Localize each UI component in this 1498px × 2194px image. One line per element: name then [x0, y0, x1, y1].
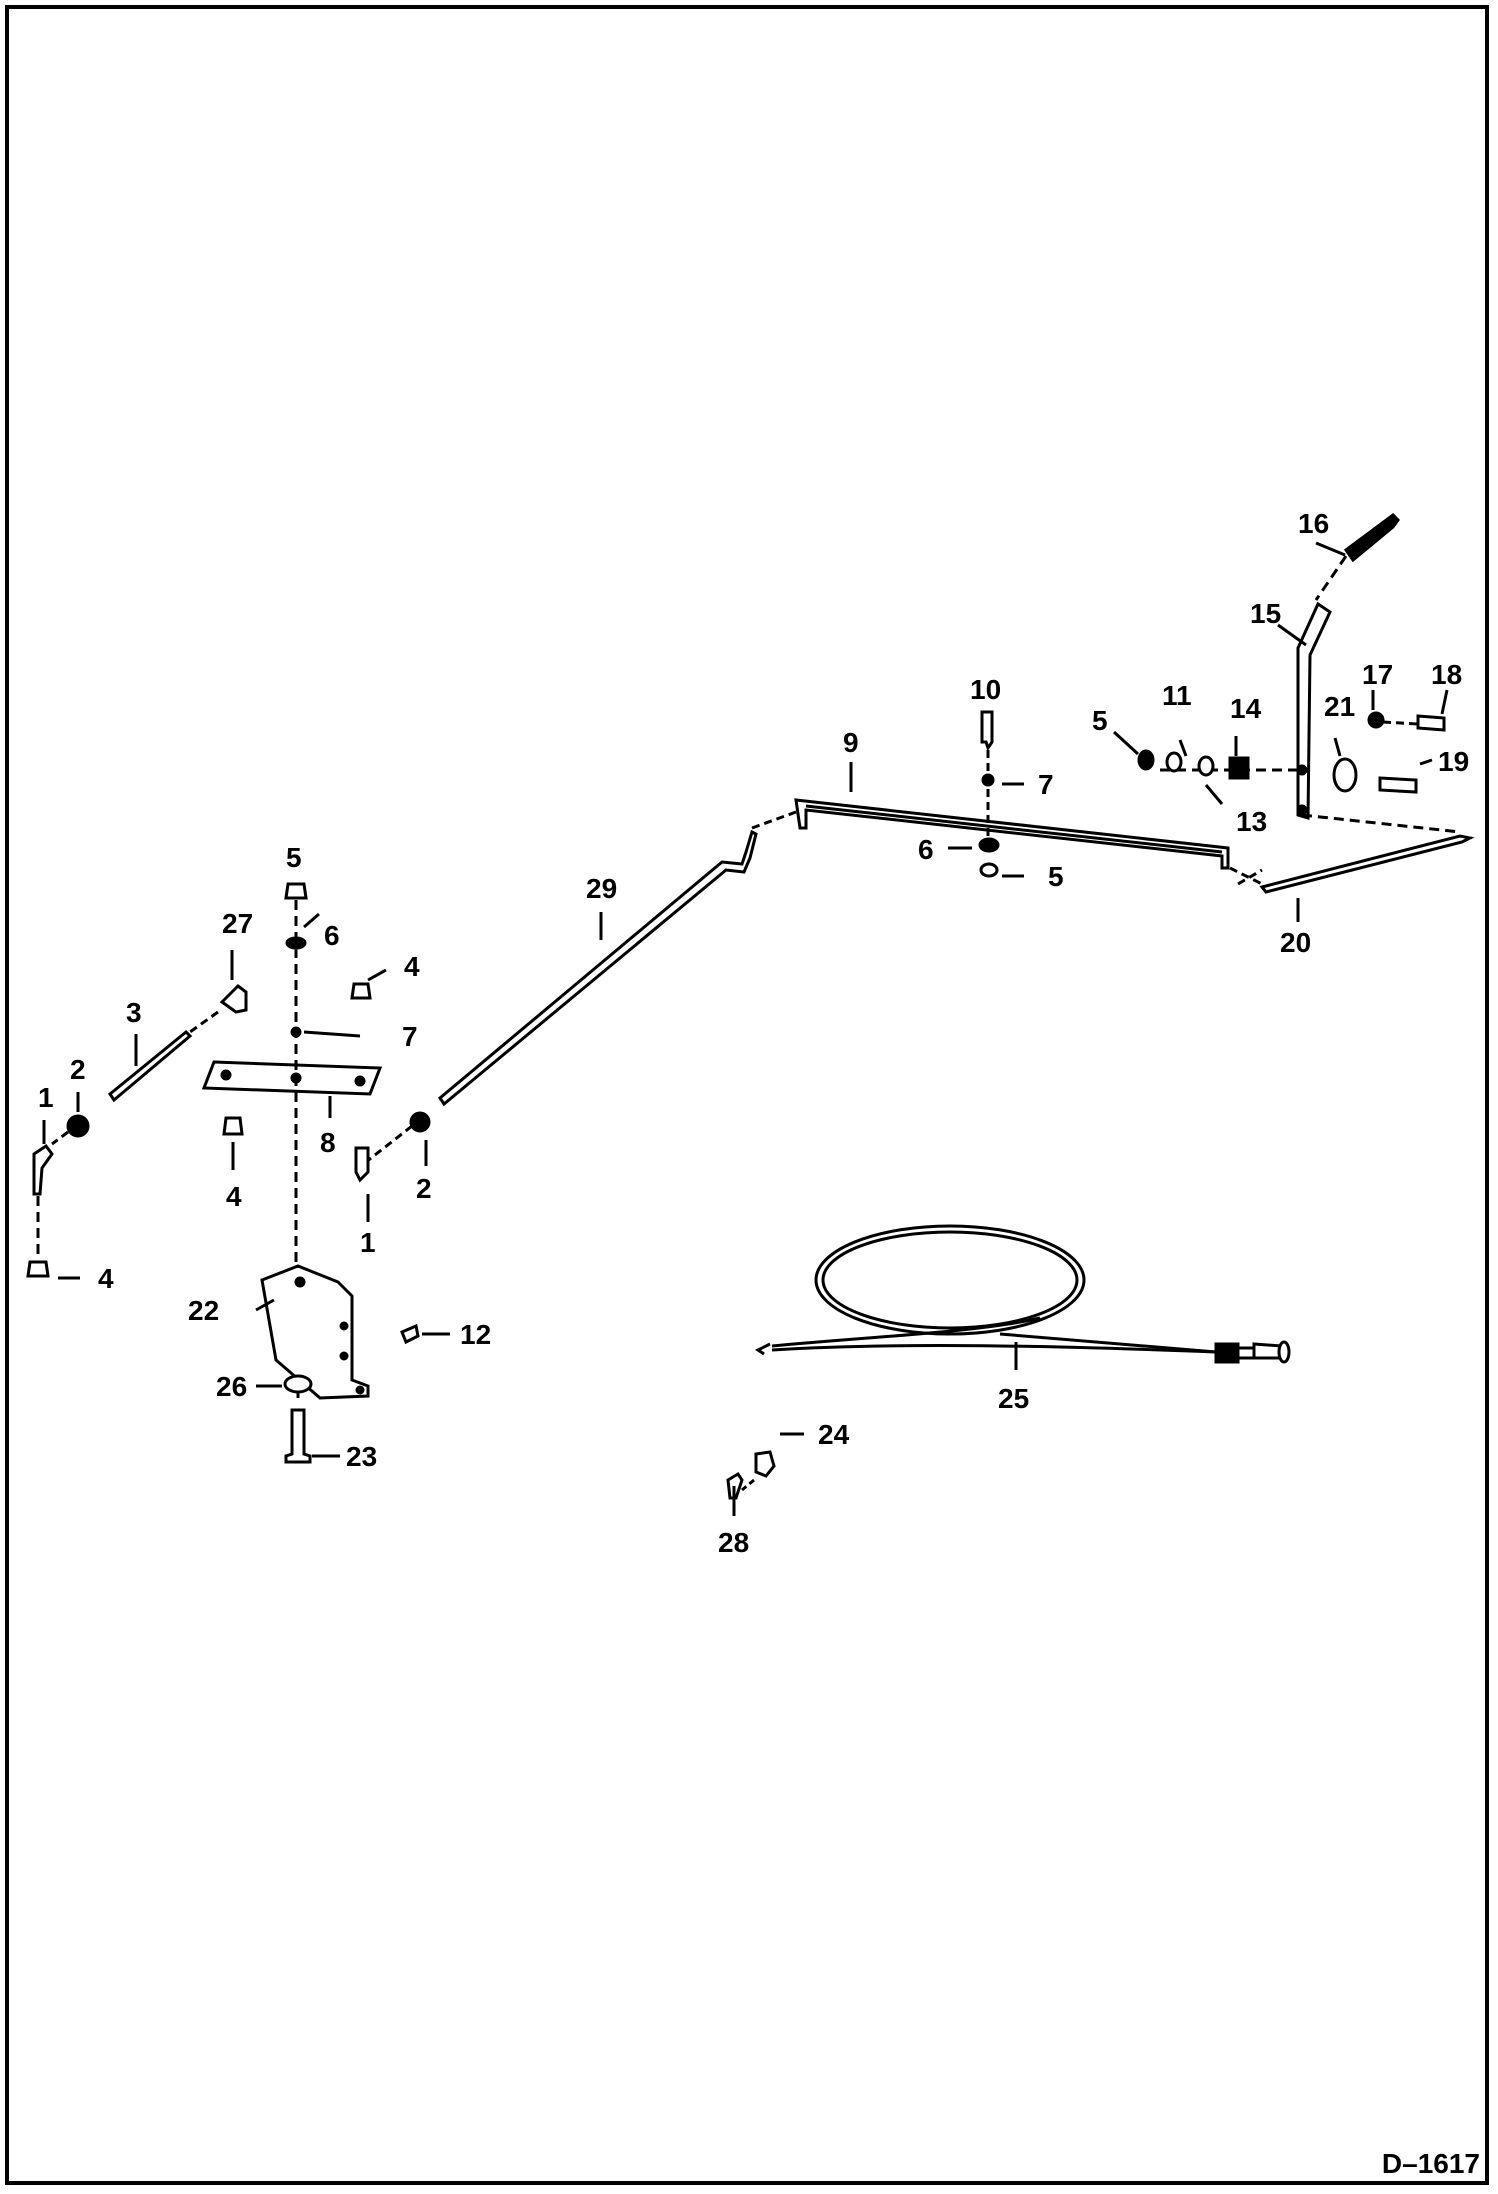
callout-14: 14 — [1230, 693, 1262, 724]
sheet-border — [5, 5, 1489, 2185]
callout-leaders — [42, 541, 1449, 1516]
crossbar-left-centerline — [751, 810, 797, 830]
callout-6-crossbar: 6 — [918, 834, 934, 865]
plate-nut-5 — [284, 882, 308, 900]
pin-washer — [1367, 711, 1385, 729]
hand-lever-handle — [1343, 513, 1400, 563]
callout-6-plate: 6 — [324, 920, 340, 951]
callout-11: 11 — [1162, 680, 1192, 711]
friction-disc — [1332, 757, 1358, 793]
drawing-number: D–1617 — [1381, 2148, 1480, 2179]
callout-19: 19 — [1438, 746, 1469, 777]
callout-1-right: 1 — [360, 1227, 376, 1258]
crossbar-washer-7 — [981, 773, 995, 787]
callout-numbers: 16 15 17 18 21 19 11 14 5 13 20 10 7 5 6… — [38, 508, 1469, 1558]
callout-1-left: 1 — [38, 1082, 54, 1113]
link-rod — [1259, 834, 1475, 894]
plate-washer-6 — [285, 936, 307, 950]
callout-22: 22 — [188, 1295, 219, 1326]
callout-7-plate: 7 — [402, 1021, 418, 1052]
callout-2-left: 2 — [70, 1054, 86, 1085]
rod-end-nut-right — [409, 1111, 431, 1133]
cable-clamp — [754, 1450, 776, 1478]
clevis-pin — [1416, 714, 1446, 732]
callout-10: 10 — [970, 674, 1001, 705]
lever-washer-13 — [1197, 755, 1215, 777]
callout-17: 17 — [1362, 659, 1393, 690]
callout-2-right: 2 — [416, 1173, 432, 1204]
callout-28: 28 — [718, 1527, 749, 1558]
pin-centerline — [1382, 720, 1419, 726]
callout-15: 15 — [1250, 598, 1281, 629]
callout-4-under: 4 — [226, 1181, 242, 1212]
callout-8: 8 — [320, 1127, 336, 1158]
lever-nut — [1137, 749, 1155, 771]
callout-27: 27 — [222, 908, 253, 939]
bracket-bolt-23 — [284, 1408, 312, 1464]
callout-3: 3 — [126, 997, 142, 1028]
callout-5-plate: 5 — [286, 842, 302, 873]
hand-lever — [1296, 601, 1332, 821]
callout-16: 16 — [1298, 508, 1329, 539]
lever-washer-11 — [1165, 751, 1183, 773]
crossbar-nut-5 — [979, 862, 999, 878]
handle-centerline — [1314, 555, 1348, 601]
rod-end-27 — [219, 984, 248, 1014]
callout-25: 25 — [998, 1383, 1029, 1414]
ball-joint-nut-4 — [26, 1260, 50, 1278]
callout-21: 21 — [1324, 691, 1355, 722]
callout-4-left: 4 — [98, 1263, 114, 1294]
callout-23: 23 — [346, 1441, 377, 1472]
ball-joint-right — [354, 1146, 370, 1183]
control-rod — [438, 829, 758, 1107]
callout-4-plate: 4 — [404, 951, 420, 982]
callout-9: 9 — [843, 727, 859, 758]
lever-spring — [1228, 756, 1250, 780]
crossbar-washer-6 — [978, 837, 1000, 853]
cross-shaft — [794, 798, 1230, 870]
ball-joint-left — [32, 1143, 54, 1196]
callout-24: 24 — [818, 1419, 850, 1450]
threaded-rod — [107, 1029, 193, 1103]
throttle-cable — [755, 1224, 1291, 1364]
callout-5-crossbar: 5 — [1048, 861, 1064, 892]
bracket-washer-26 — [283, 1374, 313, 1394]
rod-end-nut-left — [66, 1114, 90, 1138]
mounting-bracket — [260, 1264, 370, 1400]
callout-13: 13 — [1236, 806, 1267, 837]
bracket-screw-12 — [400, 1323, 420, 1345]
crossbar-bolt — [980, 710, 994, 752]
callout-7-crossbar: 7 — [1038, 769, 1054, 800]
plate-washer-7 — [290, 1026, 302, 1038]
callout-29: 29 — [586, 873, 617, 904]
link-rod-centerline — [1301, 813, 1461, 834]
plate-nut-4-under — [222, 1116, 244, 1136]
crossbar-right-centerline — [1229, 866, 1263, 886]
pivot-bolt — [1378, 776, 1418, 794]
callout-26: 26 — [216, 1371, 247, 1402]
callout-20: 20 — [1280, 927, 1311, 958]
callout-12: 12 — [460, 1319, 491, 1350]
part-artwork — [26, 513, 1475, 1516]
plate-nut-4-right — [350, 982, 372, 1000]
callout-18: 18 — [1431, 659, 1462, 690]
callout-5-lever: 5 — [1092, 705, 1108, 736]
